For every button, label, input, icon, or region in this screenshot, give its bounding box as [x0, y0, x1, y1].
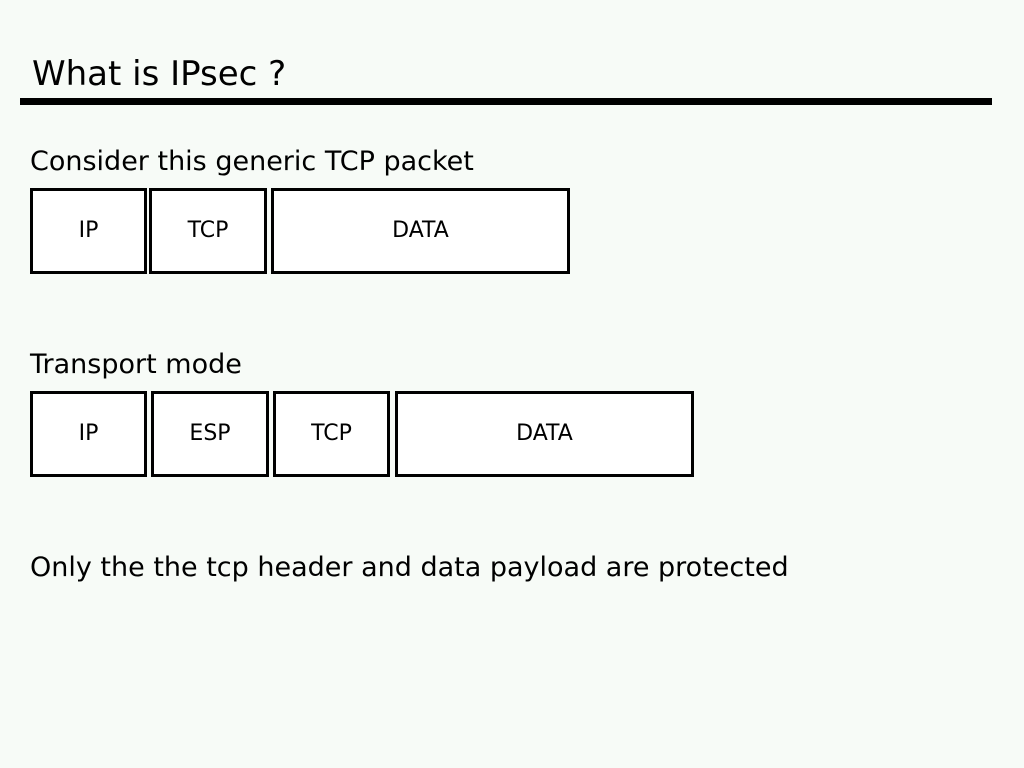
transport-mode-packet-diagram: IP ESP TCP DATA [30, 391, 694, 477]
packet-field-tcp: TCP [149, 188, 267, 274]
packet-field-esp: ESP [151, 391, 269, 477]
packet-field-data: DATA [271, 188, 570, 274]
protection-note: Only the the tcp header and data payload… [30, 552, 789, 583]
slide-title: What is IPsec ? [32, 54, 287, 94]
packet-field-ip: IP [30, 391, 147, 477]
generic-packet-caption: Consider this generic TCP packet [30, 146, 474, 177]
packet-field-data: DATA [395, 391, 694, 477]
packet-field-ip: IP [30, 188, 147, 274]
packet-field-tcp: TCP [273, 391, 390, 477]
generic-packet-diagram: IP TCP DATA [30, 188, 570, 274]
transport-mode-caption: Transport mode [30, 349, 242, 380]
title-divider [20, 98, 992, 105]
